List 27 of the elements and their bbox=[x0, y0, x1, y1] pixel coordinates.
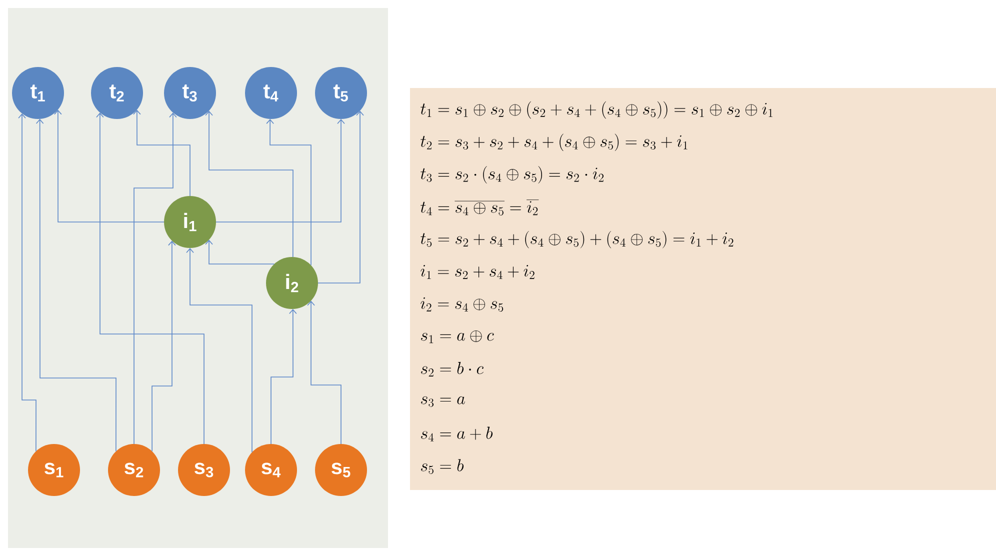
arrow bbox=[186, 248, 252, 453]
equation: $s_3 = a$ bbox=[421, 396, 465, 407]
arrow bbox=[54, 110, 164, 222]
equation: $s_5 = b$ bbox=[421, 459, 464, 474]
equation: $i_1 = s_2 + s_4 + i_2$ bbox=[420, 265, 534, 279]
arrow bbox=[133, 110, 190, 196]
equation: $t_2 = s_3 + s_2 + s_4 + (s_4 \oplus s_5) = s_3 + i_1$ bbox=[420, 134, 688, 152]
arrow bbox=[216, 119, 345, 222]
arrow bbox=[134, 112, 177, 444]
arrow bbox=[205, 240, 275, 264]
equation: $t_4 = \overline{s_4 \oplus s_5} = \overline{i_2}$ bbox=[420, 200, 539, 216]
arrow bbox=[266, 118, 312, 266]
equation: $s_2 = b \cdot c$ bbox=[421, 362, 484, 376]
equation: $t_5 = s_2 + s_4 + (s_4 \oplus s_5) + (s_4 \oplus s_5) = i_1 + i_2$ bbox=[420, 230, 734, 248]
arrow bbox=[318, 110, 364, 284]
equation: $s_4 = a + b$ bbox=[421, 426, 493, 442]
arrow bbox=[96, 112, 204, 444]
arrow bbox=[152, 240, 176, 452]
equation: $i_2 = s_4 \oplus s_5$ bbox=[420, 297, 504, 312]
equation: $t_1 = s_1 \oplus s_2 \oplus (s_2 + s_4 + (s_4 \oplus s_5)) = s_1 \oplus s_2 \oplus i_1$ bbox=[420, 101, 773, 119]
equation: $t_3 = s_2 \cdot (s_4 \oplus s_5) = s_2 \cdot i_2$ bbox=[420, 166, 604, 184]
arrow bbox=[205, 110, 294, 258]
arrow bbox=[36, 118, 116, 452]
arrow bbox=[18, 113, 36, 452]
arrow bbox=[307, 300, 342, 444]
equation: $s_1 = a \oplus c$ bbox=[421, 330, 494, 344]
arrow bbox=[270, 308, 297, 444]
